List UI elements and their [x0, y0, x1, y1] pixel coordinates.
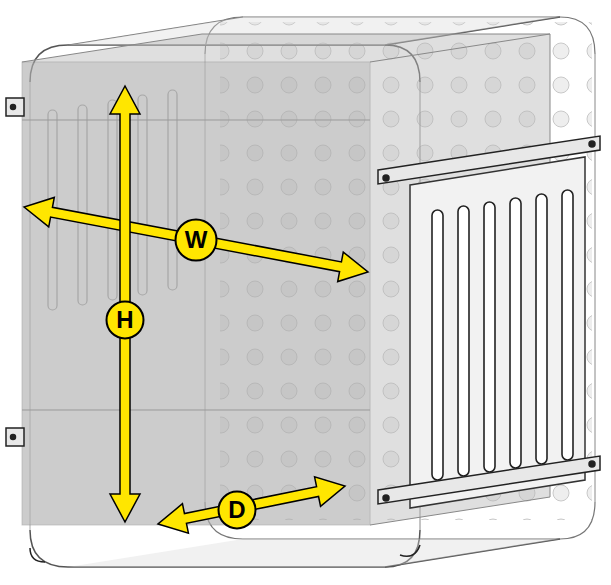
callout-circle [176, 220, 217, 261]
side-louvers [432, 190, 573, 480]
mounting-tab [6, 98, 24, 446]
mounting-rail [378, 136, 600, 504]
dimension-callout: W [174, 218, 218, 262]
dimension-letter: W [185, 228, 208, 252]
callout-circle [107, 302, 144, 339]
callout-circle [219, 492, 256, 529]
dimension-callout: D [217, 490, 257, 530]
dimension-arrow [158, 477, 345, 533]
side-panel [410, 157, 585, 508]
dimension-arrow [24, 197, 368, 281]
dimension-callout: H [105, 300, 145, 340]
dimension-letter: H [116, 308, 133, 332]
dimension-letter: D [228, 498, 245, 522]
